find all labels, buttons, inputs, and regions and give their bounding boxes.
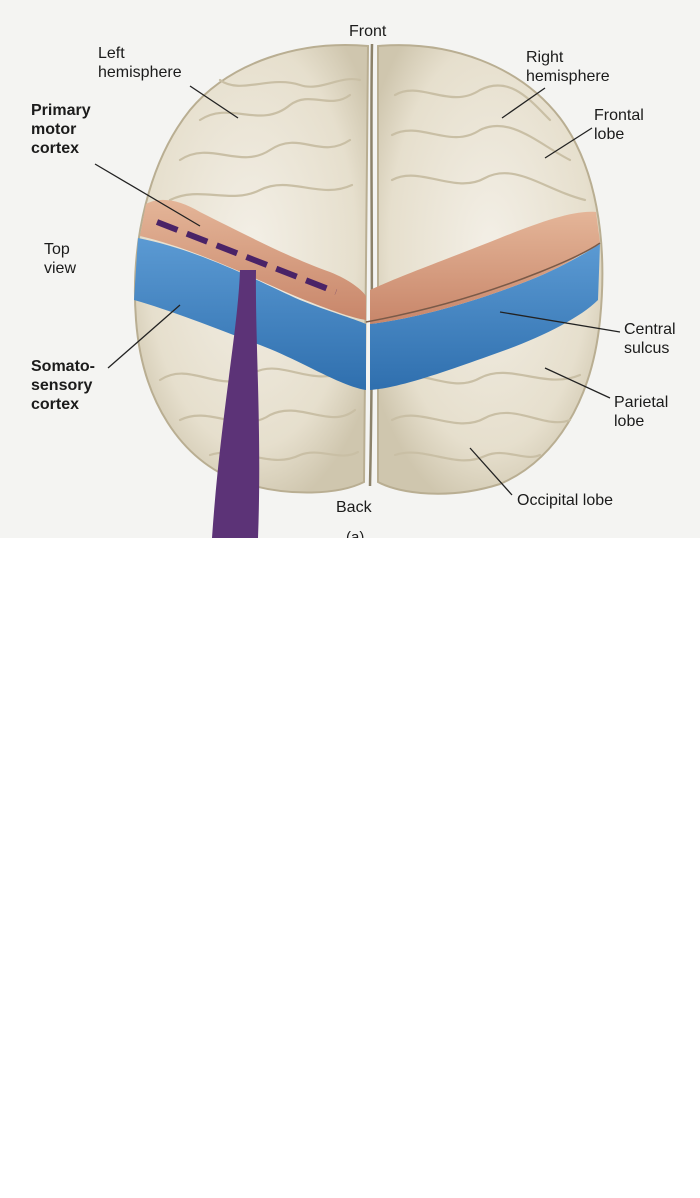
label-front: Front — [349, 22, 386, 41]
label-occipital-lobe: Occipital lobe — [517, 491, 613, 510]
label-central-sulcus: Central sulcus — [624, 320, 676, 358]
label-left-hemisphere: Left hemisphere — [98, 44, 182, 82]
longitudinal-fissure — [370, 44, 372, 486]
blank-area — [0, 538, 700, 1198]
label-panel-letter: (a) — [346, 528, 364, 538]
label-parietal-lobe: Parietal lobe — [614, 393, 668, 431]
label-primary-motor-cortex: Primary motor cortex — [31, 101, 91, 158]
label-right-hemisphere: Right hemisphere — [526, 48, 610, 86]
label-top-view: Top view — [44, 240, 76, 278]
label-somatosensory-cortex: Somato- sensory cortex — [31, 357, 95, 414]
label-frontal-lobe: Frontal lobe — [594, 106, 644, 144]
label-back: Back — [336, 498, 372, 517]
brain-figure: Front Left hemisphere Right hemisphere F… — [0, 0, 700, 538]
